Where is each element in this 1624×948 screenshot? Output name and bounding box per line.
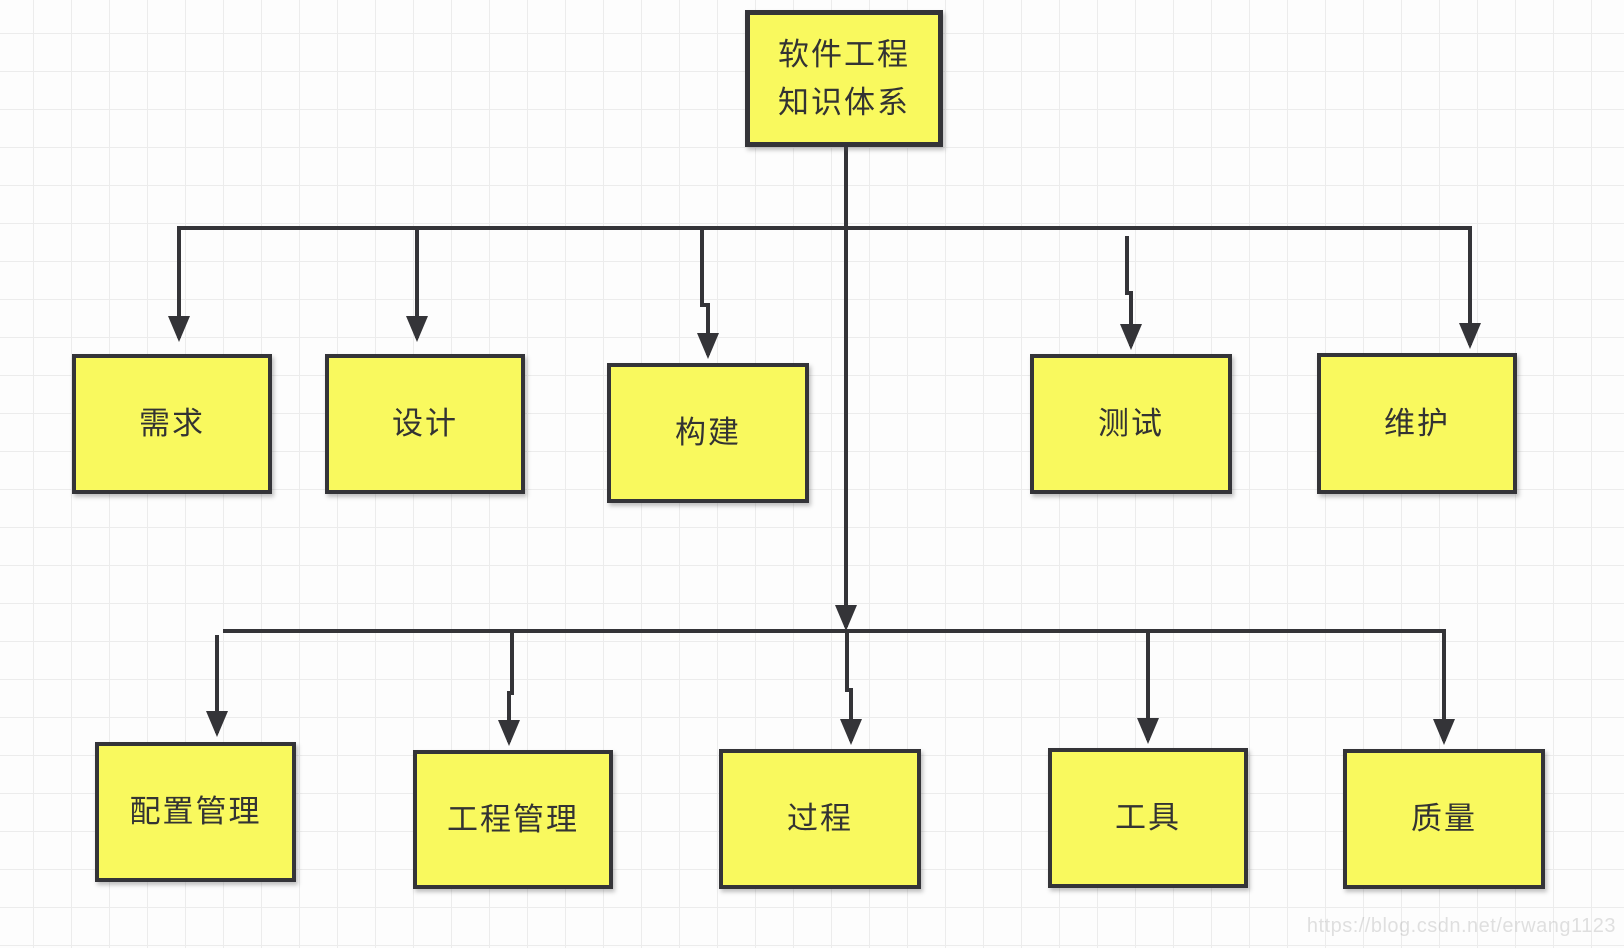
node-label: 工具 [1115, 800, 1181, 835]
connector-trunk [835, 145, 857, 631]
node-label: 质量 [1411, 801, 1477, 836]
connector-to-requirements [168, 226, 190, 342]
arrowhead-icon [206, 711, 228, 737]
node-tools: 工具 [1048, 748, 1248, 888]
node-design: 设计 [325, 354, 525, 494]
node-label: 软件工程 知识体系 [778, 36, 910, 120]
arrowhead-icon [1433, 719, 1455, 745]
node-root: 软件工程 知识体系 [745, 10, 943, 147]
connector-to-config-mgmt [206, 635, 228, 737]
arrowhead-icon [1137, 718, 1159, 744]
arrowhead-icon [1459, 323, 1481, 349]
node-eng-mgmt: 工程管理 [413, 750, 613, 889]
node-requirements: 需求 [72, 354, 272, 494]
node-label: 需求 [139, 406, 205, 441]
arrowhead-icon [1120, 324, 1142, 350]
node-testing: 测试 [1030, 354, 1232, 494]
node-label: 维护 [1384, 405, 1450, 441]
arrowhead-icon [498, 720, 520, 746]
node-maintenance: 维护 [1317, 353, 1517, 494]
node-process: 过程 [719, 749, 921, 889]
node-quality: 质量 [1343, 749, 1545, 889]
node-label: 测试 [1098, 406, 1164, 441]
watermark: https://blog.csdn.net/erwang1123 [1306, 915, 1616, 937]
node-label: 过程 [787, 801, 853, 836]
connector-to-quality [1433, 629, 1455, 745]
connector-to-tools [1137, 629, 1159, 744]
node-config-mgmt: 配置管理 [95, 742, 296, 882]
arrowhead-icon [835, 605, 857, 631]
arrowhead-icon [840, 719, 862, 745]
arrowhead-icon [406, 316, 428, 342]
connector-to-design [406, 226, 428, 342]
node-label: 构建 [675, 415, 741, 450]
node-label: 设计 [392, 406, 458, 441]
node-label: 工程管理 [447, 801, 579, 837]
connector-to-maintenance [1459, 226, 1481, 349]
arrowhead-icon [697, 333, 719, 359]
node-label: 配置管理 [129, 794, 262, 829]
connector-to-eng-mgmt [498, 629, 520, 746]
connector-to-construction [697, 226, 719, 359]
node-construction: 构建 [607, 363, 809, 503]
connector-to-testing [1120, 236, 1142, 350]
connector-to-process [840, 632, 862, 745]
arrowhead-icon [168, 316, 190, 342]
